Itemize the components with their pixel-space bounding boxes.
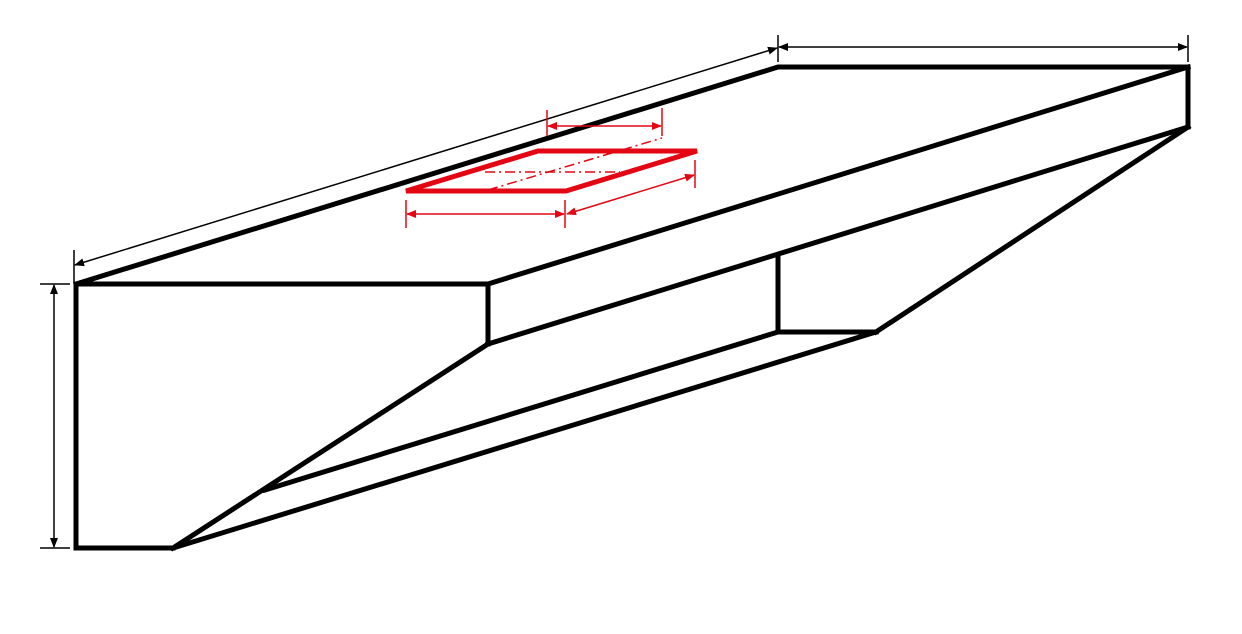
lip-bottom-edge xyxy=(484,123,1192,348)
opening-outline xyxy=(405,148,698,194)
front-face xyxy=(73,281,491,551)
right-slope-edge xyxy=(872,123,1192,336)
top-face-front-edge xyxy=(484,63,1192,288)
opening-depth-arrow xyxy=(566,173,695,216)
top-face-back-edges xyxy=(72,64,1191,288)
left-slope-edge xyxy=(169,340,492,552)
opening-centerline xyxy=(487,137,663,191)
length-dimension-arrow xyxy=(74,46,778,267)
hood-outline xyxy=(72,63,1192,552)
inner-bottom-edge xyxy=(261,328,782,494)
dimension-lines xyxy=(40,35,1189,549)
opening-cutout xyxy=(405,108,698,228)
bottom-front-edge xyxy=(169,328,880,552)
